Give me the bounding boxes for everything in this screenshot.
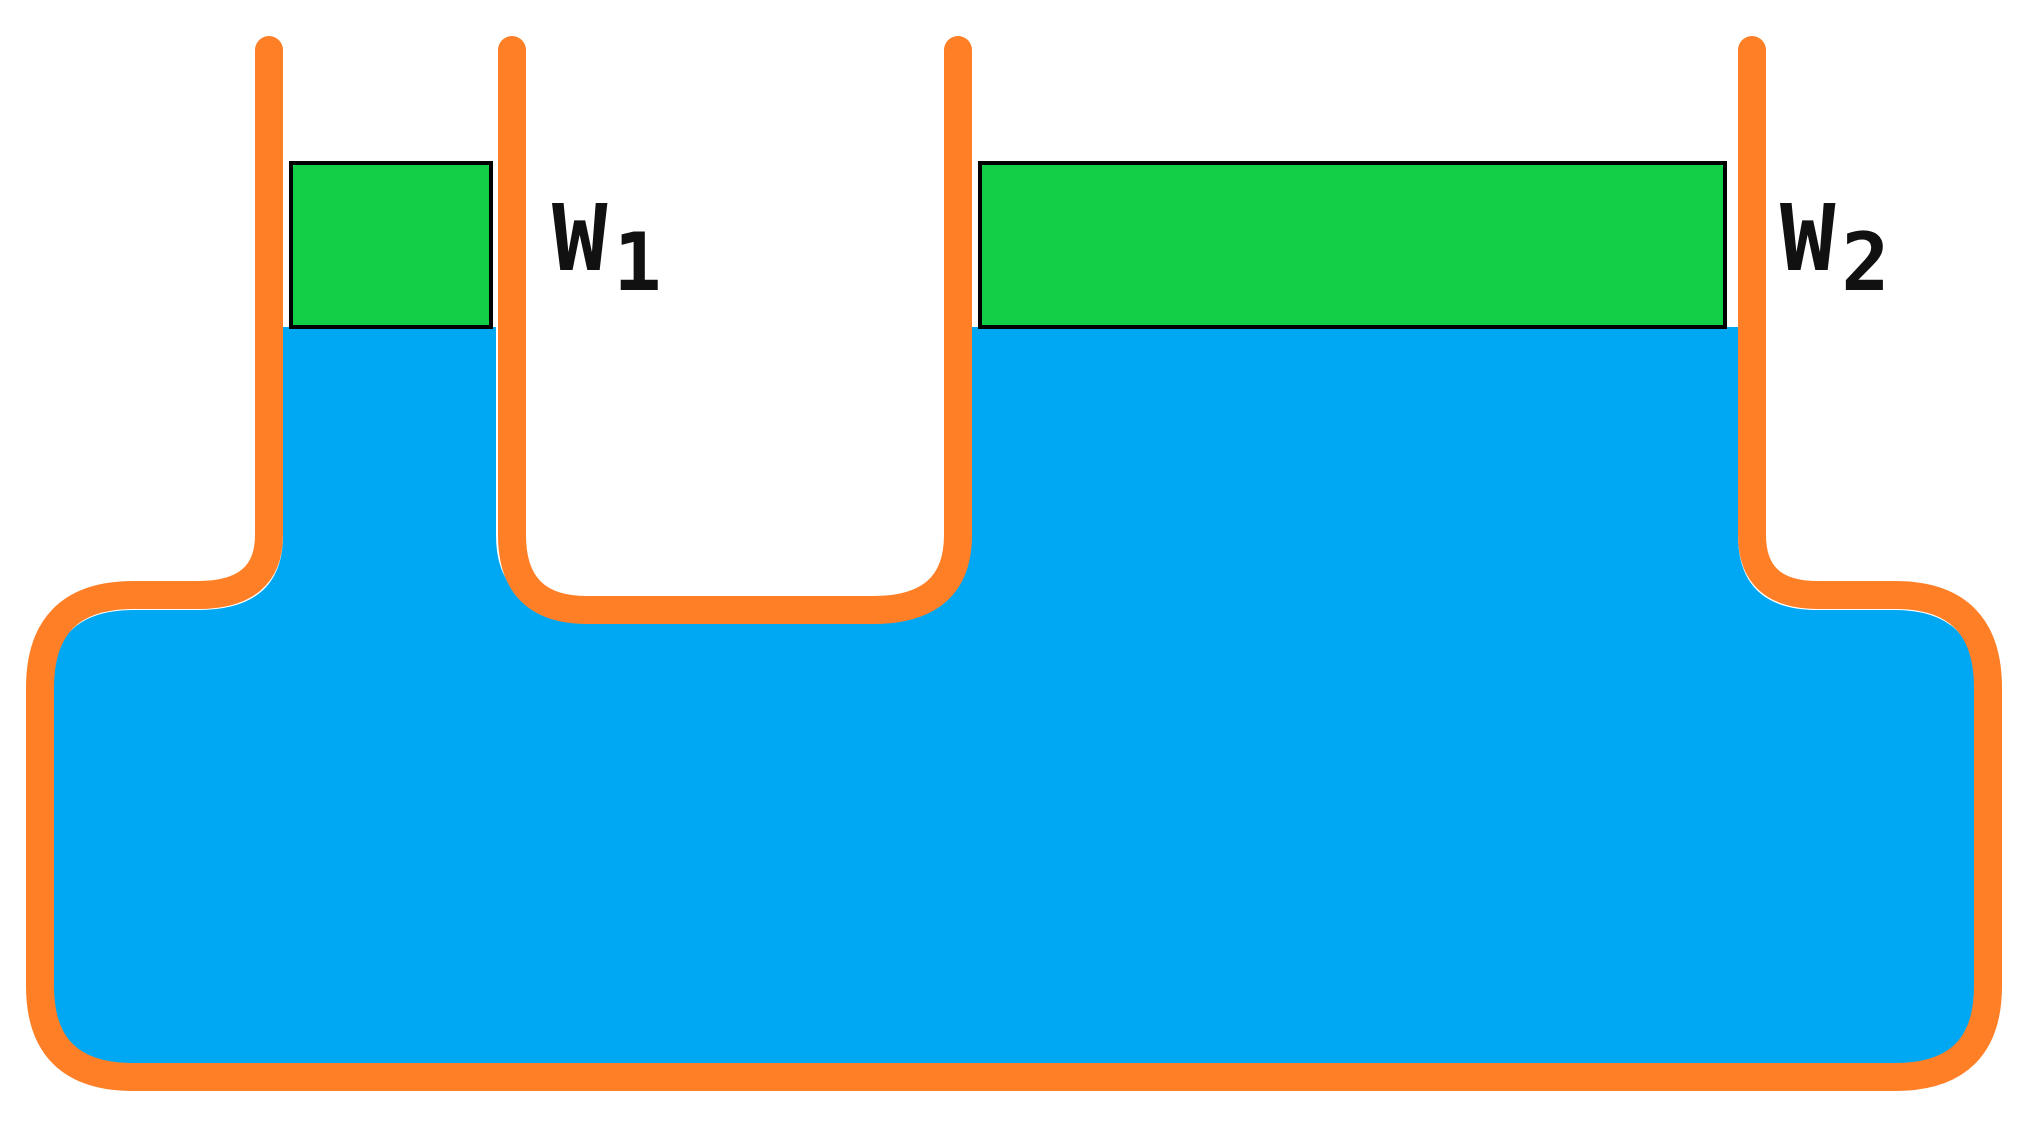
vessel-left-outer-wall [26,36,2002,1091]
large-piston [978,161,1727,329]
weight-1-subscript: 1 [613,216,661,309]
vessel-inner-wall [498,36,972,624]
hydraulic-fluid [50,327,1978,1064]
small-piston [289,161,493,329]
weight-1-label: W1 [552,185,662,309]
weight-2-letter: W [1780,185,1836,292]
weight-2-label: W2 [1780,185,1890,309]
weight-2-subscript: 2 [1841,216,1889,309]
weight-1-letter: W [552,185,608,292]
